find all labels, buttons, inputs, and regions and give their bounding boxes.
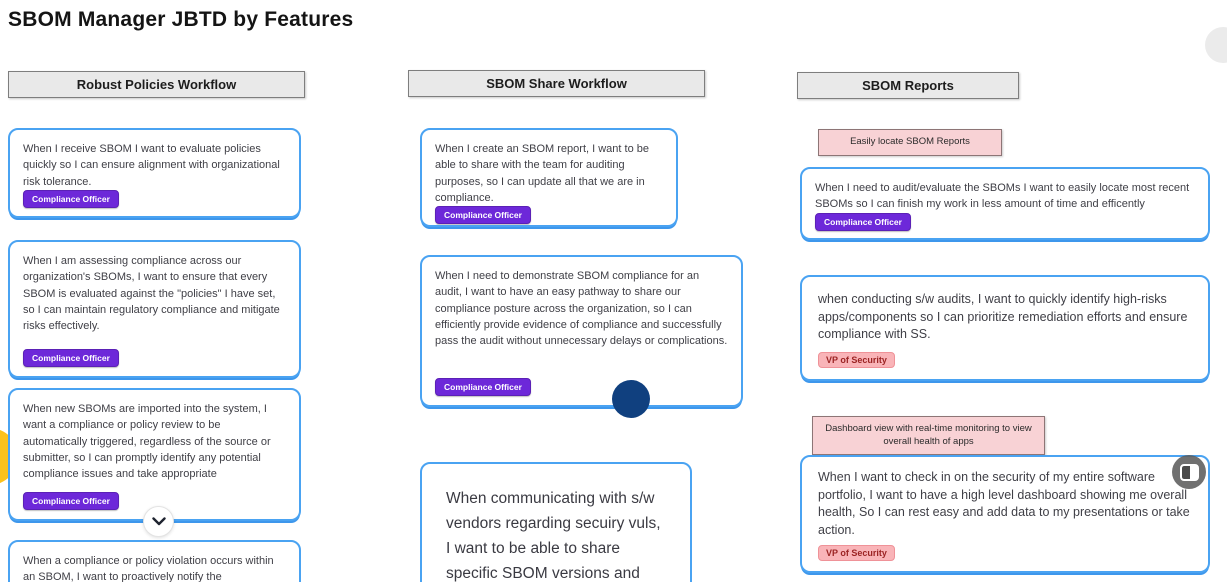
role-tag: VP of Security [818,352,895,368]
story-card[interactable]: When a compliance or policy violation oc… [8,540,301,582]
story-card[interactable]: When new SBOMs are imported into the sys… [8,388,301,521]
role-tag: Compliance Officer [23,492,119,510]
column-header-robust-policies[interactable]: Robust Policies Workflow [8,71,305,98]
story-text: When I need to audit/evaluate the SBOMs … [815,182,1190,211]
role-tag: VP of Security [818,545,895,561]
expand-card-button[interactable] [143,506,174,537]
column-header-sbom-reports[interactable]: SBOM Reports [797,72,1019,99]
corner-circle-shape [1205,27,1227,63]
story-text: When I need to demonstrate SBOM complian… [435,270,728,348]
chevron-down-icon [151,517,166,526]
board-title: SBOM Manager JBTD by Features [8,8,354,31]
column-header-label: Robust Policies Workflow [76,77,237,92]
story-text: When I receive SBOM I want to evaluate p… [23,143,280,188]
role-tag: Compliance Officer [23,189,119,208]
story-text: When communicating with s/w vendors rega… [446,490,661,582]
story-card[interactable]: When I am assessing compliance across ou… [8,240,301,378]
story-card[interactable]: When I create an SBOM report, I want to … [420,128,678,227]
split-view-toggle-button[interactable] [1172,455,1206,489]
story-text: when conducting s/w audits, I want to qu… [818,292,1188,341]
story-card[interactable]: When communicating with s/w vendors rega… [420,462,692,582]
column-header-label: SBOM Reports [862,78,954,93]
blue-circle-shape[interactable] [612,380,650,418]
story-text: When a compliance or policy violation oc… [23,555,274,582]
story-card[interactable]: When I need to audit/evaluate the SBOMs … [800,167,1210,240]
story-card[interactable]: When I need to demonstrate SBOM complian… [420,255,743,407]
feature-label-locate-reports[interactable]: Easily locate SBOM Reports [818,129,1002,156]
column-header-label: SBOM Share Workflow [486,76,627,91]
story-text: When I create an SBOM report, I want to … [435,143,649,204]
story-card[interactable]: When I want to check in on the security … [800,455,1210,573]
story-text: When new SBOMs are imported into the sys… [23,403,271,481]
split-view-icon [1179,463,1199,481]
feature-label-text: Dashboard view with real-time monitoring… [825,423,1032,447]
story-card[interactable]: when conducting s/w audits, I want to qu… [800,275,1210,381]
story-text: When I want to check in on the security … [818,470,1190,537]
story-card[interactable]: When I receive SBOM I want to evaluate p… [8,128,301,218]
feature-label-text: Easily locate SBOM Reports [850,136,970,148]
column-header-sbom-share[interactable]: SBOM Share Workflow [408,70,705,97]
role-tag: Compliance Officer [435,378,531,396]
role-tag: Compliance Officer [815,212,911,231]
role-tag: Compliance Officer [435,206,531,225]
story-text: When I am assessing compliance across ou… [23,255,280,333]
role-tag: Compliance Officer [23,349,119,367]
feature-label-dashboard-view[interactable]: Dashboard view with real-time monitoring… [812,416,1045,455]
